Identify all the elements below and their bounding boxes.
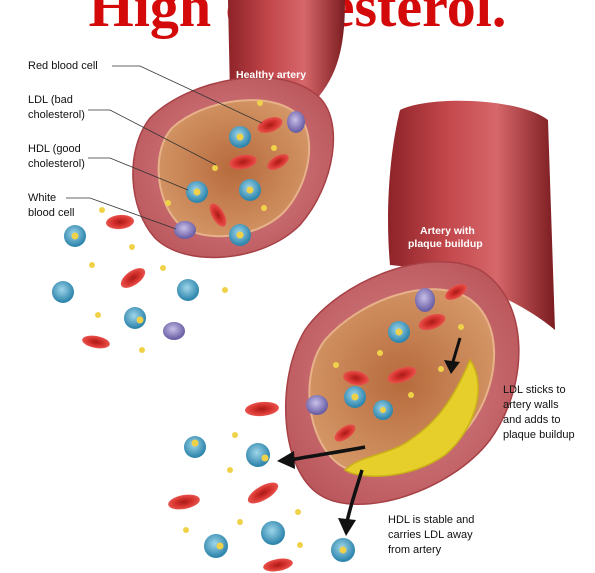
white-blood-cell xyxy=(163,322,185,340)
healthy-artery-label: Healthy artery xyxy=(236,69,306,81)
ldl-particle xyxy=(237,519,243,525)
ldl-particle xyxy=(160,265,166,271)
hdl-particle xyxy=(204,534,228,558)
ldl-particle xyxy=(380,407,386,413)
ldl-particle xyxy=(139,347,145,353)
ldl-particle xyxy=(257,100,263,106)
plaque-artery-label-2: plaque buildup xyxy=(408,238,483,250)
ldl-particle xyxy=(396,329,403,336)
ldl-particle xyxy=(408,392,414,398)
hdl-out-arrowhead xyxy=(277,451,295,469)
ldl-particle xyxy=(237,134,244,141)
ldl-particle xyxy=(438,366,444,372)
label-ldl-sticks-4: plaque buildup xyxy=(503,429,575,441)
ldl-particle xyxy=(227,467,233,473)
ldl-particle xyxy=(237,232,244,239)
red-blood-cell xyxy=(244,401,279,418)
ldl-particle xyxy=(261,205,267,211)
ldl-particle xyxy=(95,312,101,318)
ldl-particle xyxy=(297,542,303,548)
label-ldl-sticks-3: and adds to xyxy=(503,414,561,426)
hdl-particle xyxy=(184,436,206,458)
label-wbc-line1: White xyxy=(28,192,56,204)
white-blood-cell xyxy=(287,111,305,133)
ldl-particle xyxy=(72,233,79,240)
label-ldl-line1: LDL (bad xyxy=(28,94,73,106)
label-hdl-stable-3: from artery xyxy=(388,544,442,556)
ldl-particle xyxy=(271,145,277,151)
label-hdl-line1: HDL (good xyxy=(28,143,81,155)
ldl-particle xyxy=(222,287,228,293)
red-blood-cell xyxy=(245,478,281,507)
healthy-artery: Healthy artery xyxy=(133,0,345,257)
label-red-blood-cell: Red blood cell xyxy=(28,60,98,72)
ldl-particle xyxy=(129,244,135,250)
ldl-particle xyxy=(333,362,339,368)
ldl-particle xyxy=(99,207,105,213)
white-blood-cell xyxy=(174,221,196,239)
ldl-particle xyxy=(232,432,238,438)
ldl-particle xyxy=(137,317,144,324)
label-ldl-sticks-2: artery walls xyxy=(503,399,559,411)
red-blood-cell xyxy=(167,492,201,511)
ldl-particle xyxy=(458,324,464,330)
red-blood-cell xyxy=(118,264,149,292)
red-blood-cell xyxy=(262,556,294,573)
red-blood-cell xyxy=(81,334,111,351)
hdl-particle xyxy=(177,279,199,301)
ldl-particle xyxy=(217,543,224,550)
ldl-particle xyxy=(192,440,199,447)
ldl-particle xyxy=(194,189,201,196)
hdl-particle xyxy=(52,281,74,303)
ldl-particle xyxy=(262,455,269,462)
white-blood-cell xyxy=(415,288,435,312)
hdl-particle xyxy=(261,521,285,545)
ldl-particle xyxy=(377,350,383,356)
ldl-particle xyxy=(212,165,218,171)
red-blood-cell xyxy=(105,214,134,230)
label-hdl-stable-2: carries LDL away xyxy=(388,529,473,541)
label-hdl-stable-1: HDL is stable and xyxy=(388,514,474,526)
hdl-away-arrowhead xyxy=(338,518,356,536)
label-ldl-sticks-1: LDL sticks to xyxy=(503,384,566,396)
white-blood-cell xyxy=(306,395,328,415)
ldl-particle xyxy=(183,527,189,533)
label-ldl-line2: cholesterol) xyxy=(28,109,85,121)
label-wbc-line2: blood cell xyxy=(28,207,74,219)
ldl-particle xyxy=(295,509,301,515)
ldl-particle xyxy=(340,547,347,554)
ldl-particle xyxy=(165,200,171,206)
plaque-artery-label-1: Artery with xyxy=(420,225,475,237)
label-hdl-line2: cholesterol) xyxy=(28,158,85,170)
ldl-particle xyxy=(247,187,254,194)
ldl-particle xyxy=(89,262,95,268)
ldl-particle xyxy=(352,394,359,401)
